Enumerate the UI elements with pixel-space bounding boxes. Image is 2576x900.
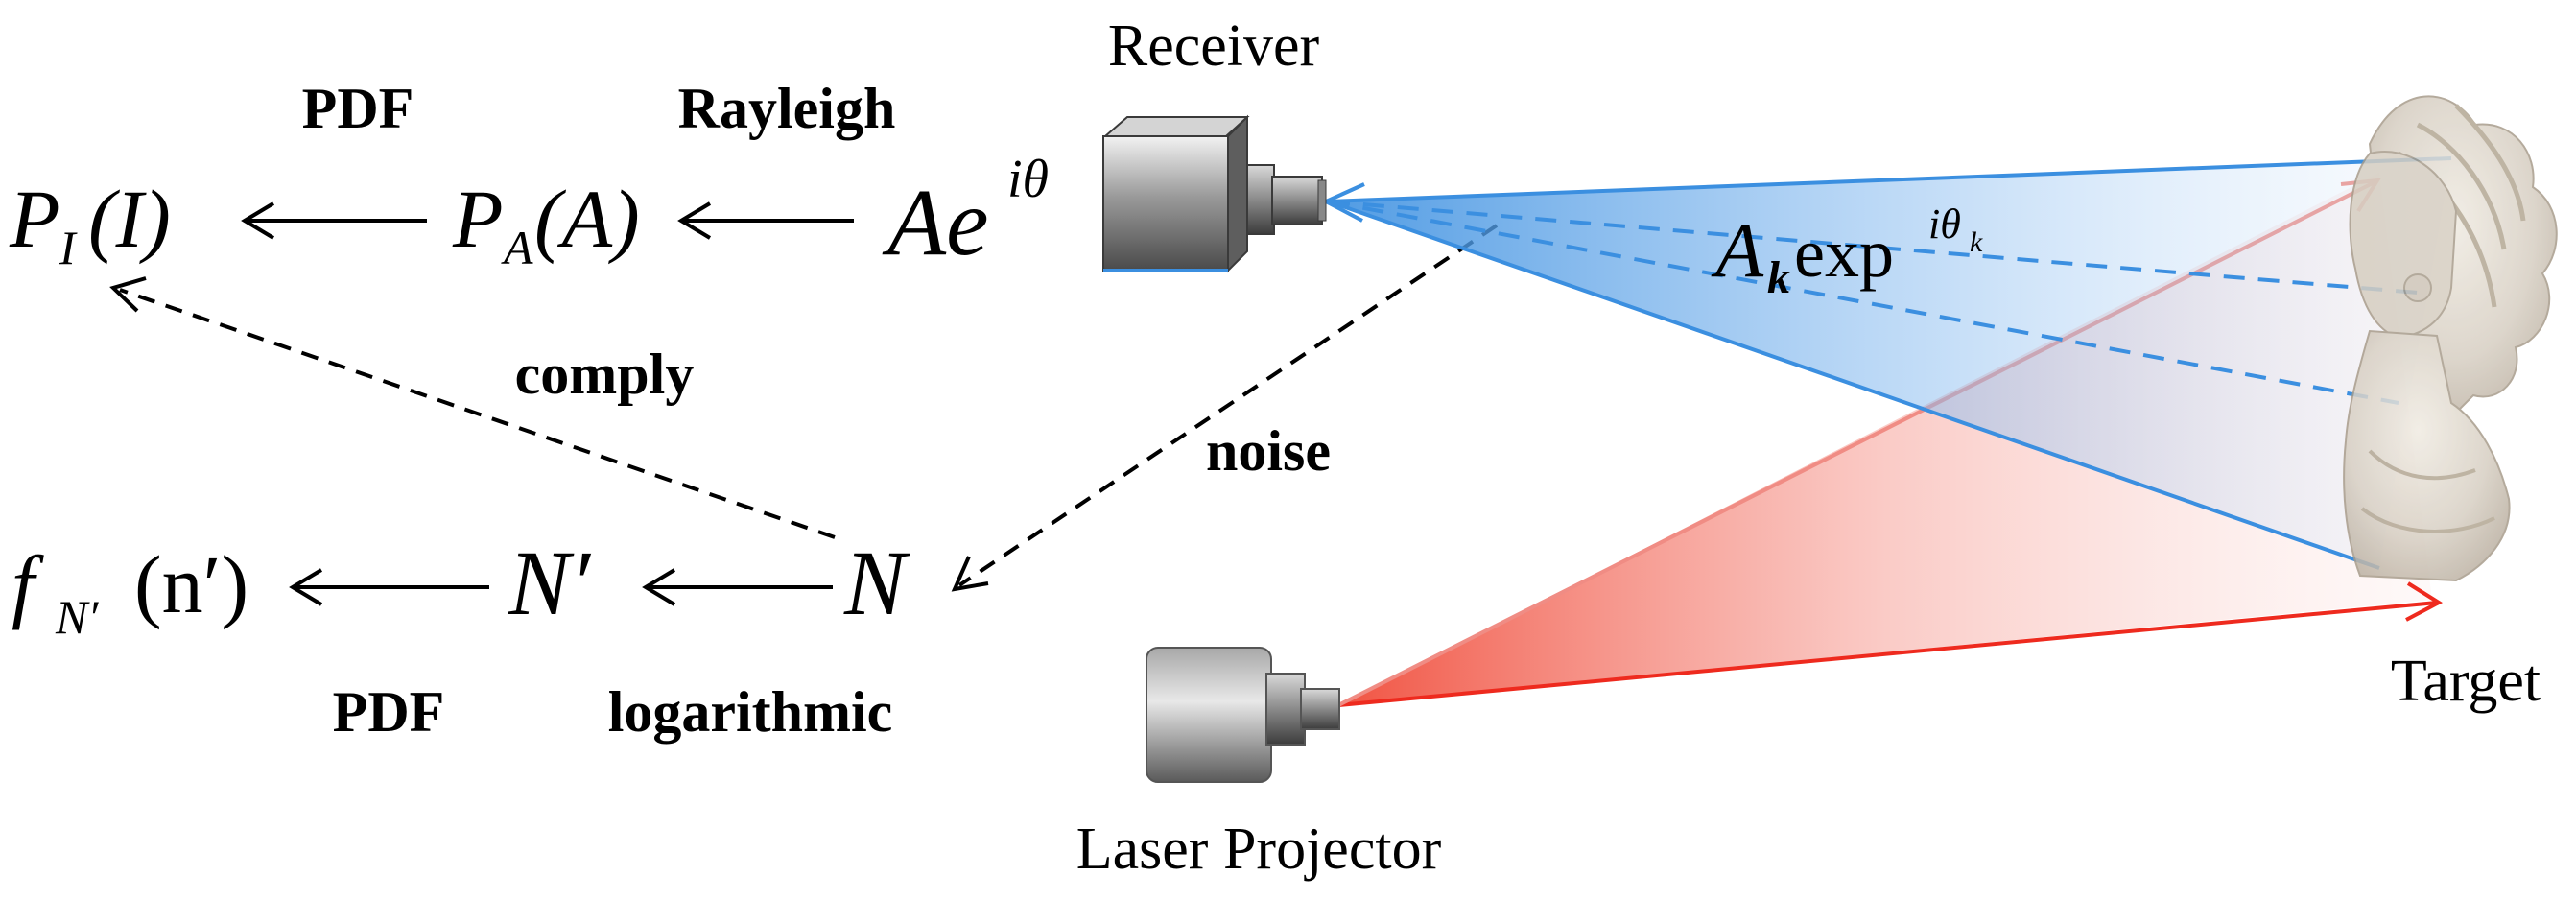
laser-projector: [1146, 647, 1340, 783]
arrow-pa-to-pi: [241, 201, 427, 240]
logarithmic-label: logarithmic: [608, 680, 893, 744]
target-label: Target: [2391, 649, 2541, 714]
svg-text:(A): (A): [534, 173, 640, 265]
svg-text:k: k: [1767, 252, 1790, 303]
receiver-camera: [1102, 114, 1327, 273]
n-formula: N: [843, 532, 910, 634]
noise-label: noise: [1206, 419, 1331, 483]
svg-text:f: f: [12, 538, 44, 630]
svg-text:P: P: [9, 173, 60, 265]
pdf-bottom-label: PDF: [333, 680, 445, 744]
laser-projector-label: Laser Projector: [1076, 817, 1442, 882]
comply-label: comply: [515, 343, 695, 406]
arrow-ae-to-pa: [677, 201, 854, 240]
arrow-n-to-pi-dashed: [109, 276, 836, 539]
svg-text:(n′): (n′): [134, 538, 248, 630]
arrow-receiver-to-n-dashed: [951, 224, 1499, 592]
pdf-top-label: PDF: [302, 77, 414, 140]
arrow-nprime-to-f: [289, 568, 489, 606]
rayleigh-label: Rayleigh: [678, 77, 896, 140]
svg-text:A: A: [1711, 206, 1764, 294]
receiver-label: Receiver: [1108, 13, 1320, 79]
svg-text:P: P: [452, 173, 504, 265]
pi-formula: P I (I): [9, 173, 171, 274]
svg-text:(I): (I): [88, 173, 171, 265]
svg-text:iθ: iθ: [1928, 201, 1961, 248]
ae-formula: Ae iθ: [882, 150, 1049, 275]
pa-formula: P A (A): [452, 173, 640, 274]
svg-text:I: I: [59, 221, 78, 274]
svg-text:A: A: [501, 221, 533, 274]
svg-text:k: k: [1970, 226, 1983, 258]
svg-text:iθ: iθ: [1007, 150, 1049, 209]
nprime-formula: N′: [508, 532, 592, 634]
svg-text:N′: N′: [55, 590, 99, 644]
svg-text:Ae: Ae: [882, 169, 988, 275]
arrow-n-to-nprime: [642, 568, 833, 606]
target-statue: [2343, 95, 2558, 582]
f-formula: f N′ (n′): [12, 538, 248, 644]
receiver-beam: [1321, 156, 2452, 570]
svg-text:exp: exp: [1794, 215, 1894, 292]
ak-formula: A k exp iθ k: [1711, 201, 1983, 303]
